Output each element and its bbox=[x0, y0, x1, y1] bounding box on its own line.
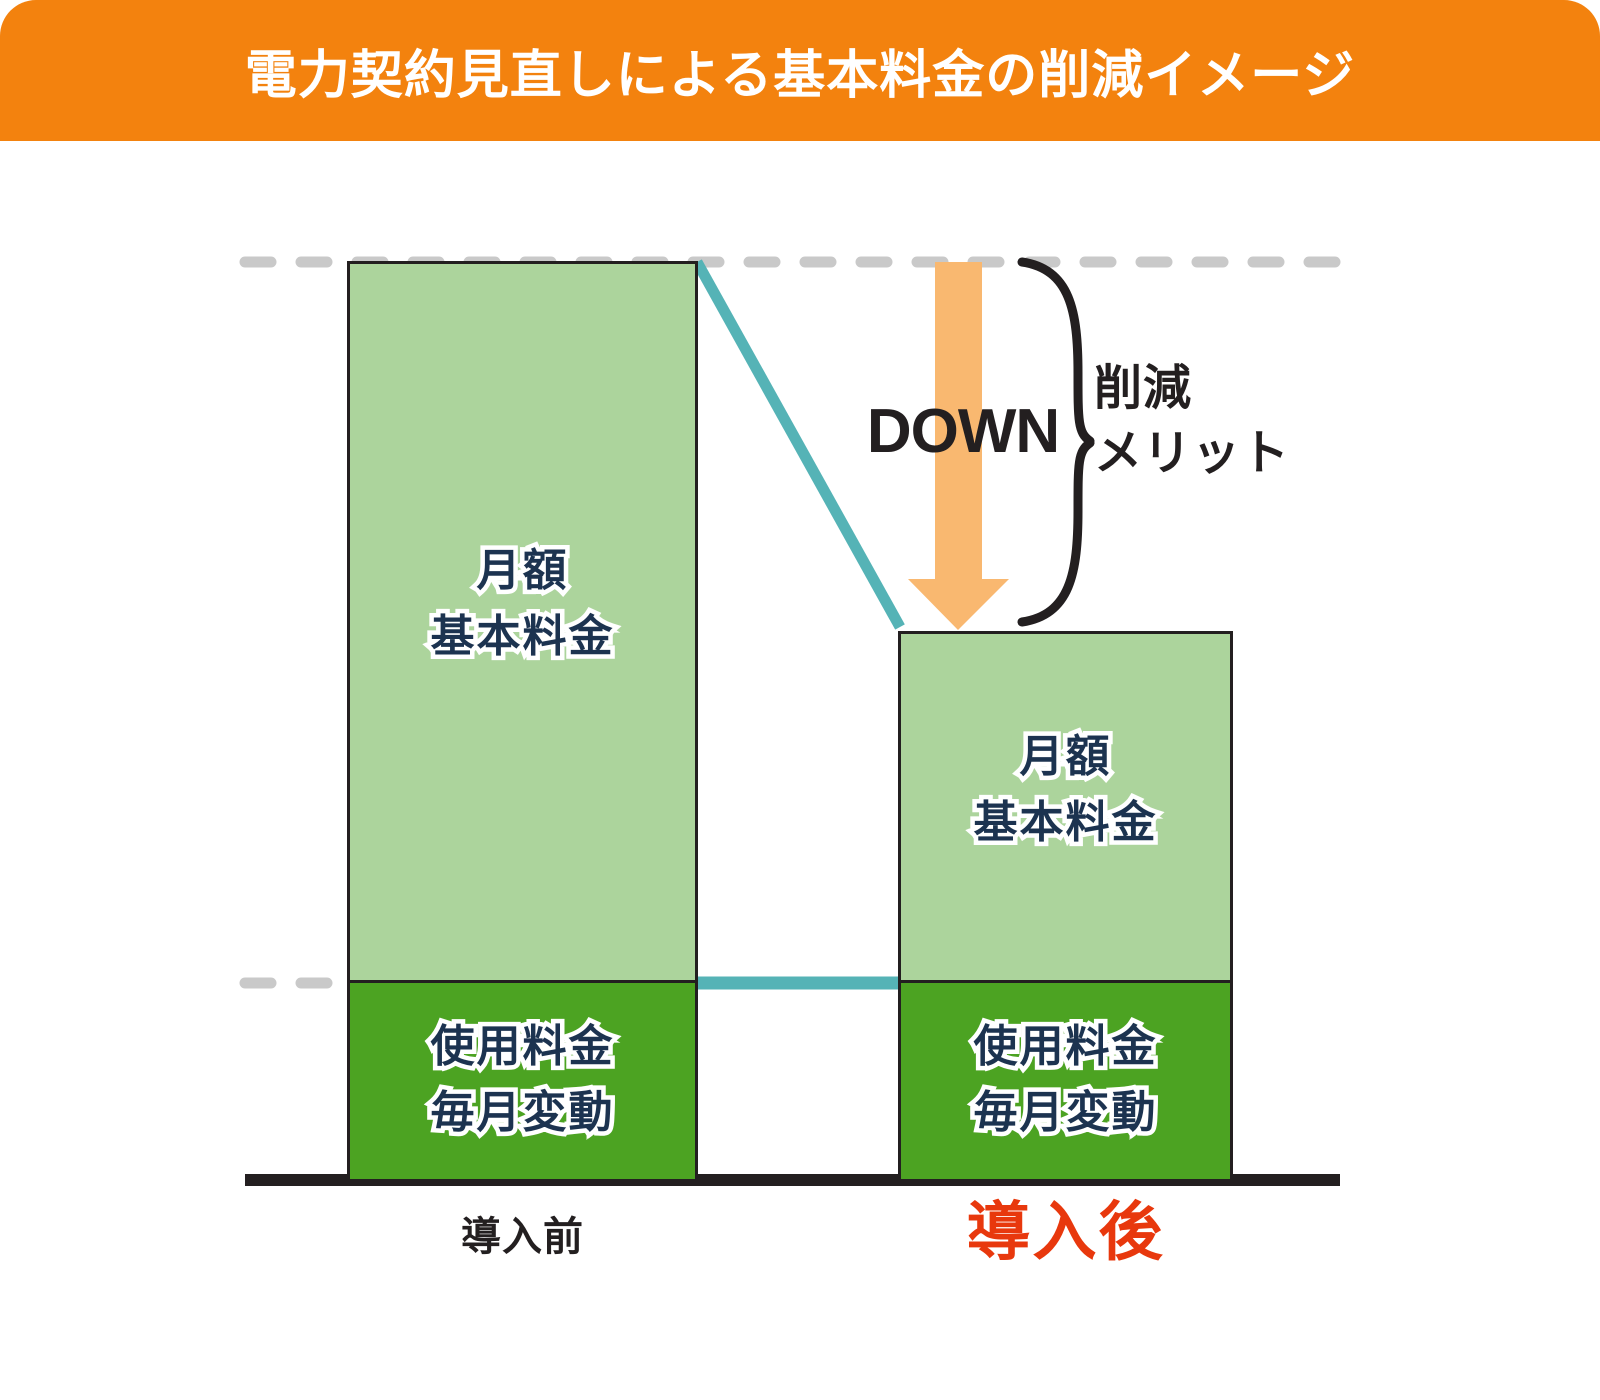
bar-after-base-fee-label-line2: 基本料金 bbox=[969, 794, 1160, 852]
bar-after-usage-fee-label-line2: 毎月変動 bbox=[969, 1084, 1160, 1142]
chart-area: 月額 基本料金 使用料金 毎月変動 月額 基本料金 使用料金 毎月変動 DOWN bbox=[0, 141, 1600, 1400]
savings-merit-label-line2: メリット bbox=[1094, 426, 1291, 480]
bar-after-base-fee-segment: 月額 基本料金 bbox=[898, 631, 1233, 983]
bar-after-usage-fee-segment: 使用料金 毎月変動 bbox=[898, 980, 1233, 1182]
chart-vector-layer bbox=[239, 256, 1346, 1186]
bar-before-usage-fee-label-line2: 毎月変動 bbox=[426, 1084, 617, 1142]
bar-before-base-fee-label-line1: 月額 bbox=[472, 542, 571, 600]
bar-after-usage-fee-label-line1: 使用料金 bbox=[969, 1018, 1160, 1076]
header-banner: 電力契約見直しによる基本料金の削減イメージ bbox=[0, 0, 1600, 141]
down-text-label: DOWN bbox=[866, 397, 1060, 466]
bar-after-usage-fee-label: 使用料金 毎月変動 bbox=[901, 1014, 1230, 1146]
savings-merit-label-line1: 削減 bbox=[1094, 362, 1193, 415]
savings-merit-label: 削減 メリット bbox=[1094, 357, 1290, 487]
page-title: 電力契約見直しによる基本料金の削減イメージ bbox=[244, 47, 1356, 105]
bar-before-base-fee-label-line2: 基本料金 bbox=[426, 608, 617, 666]
bar-before-usage-fee-segment: 使用料金 毎月変動 bbox=[347, 980, 698, 1182]
bar-before-base-fee-segment: 月額 基本料金 bbox=[347, 261, 698, 983]
bar-after-base-fee-label: 月額 基本料金 bbox=[901, 724, 1230, 856]
teal-diagonal-connector bbox=[692, 259, 905, 630]
category-label-before: 導入前 bbox=[461, 1215, 584, 1259]
savings-brace-icon bbox=[1017, 257, 1095, 627]
down-arrow-icon bbox=[908, 262, 1009, 630]
bar-before-usage-fee-label: 使用料金 毎月変動 bbox=[350, 1014, 695, 1146]
bar-before-base-fee-label: 月額 基本料金 bbox=[350, 538, 695, 670]
bar-before-usage-fee-label-line1: 使用料金 bbox=[426, 1018, 617, 1076]
category-label-after: 導入後 bbox=[966, 1196, 1165, 1268]
bar-after-base-fee-label-line1: 月額 bbox=[1015, 728, 1114, 786]
